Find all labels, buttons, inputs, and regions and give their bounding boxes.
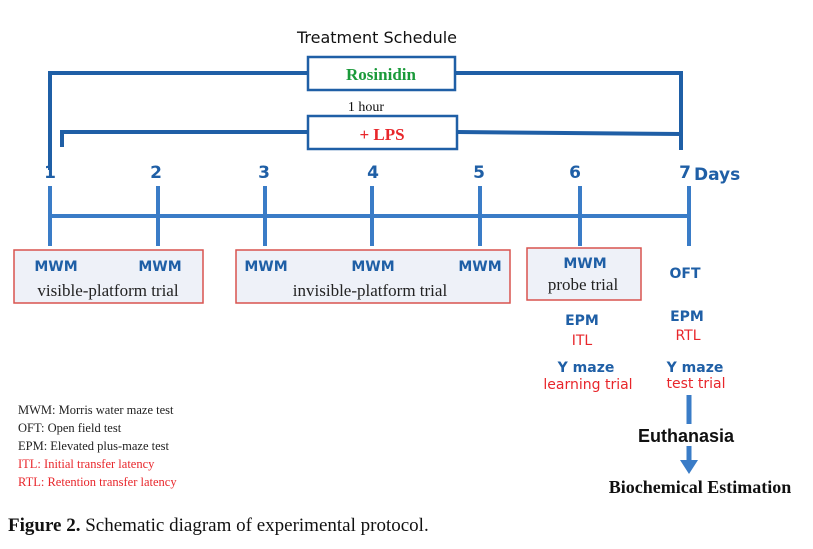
probe-trial-box: MWM probe trial <box>526 247 642 301</box>
rosinidin-bracket <box>48 71 683 170</box>
timeline-axis <box>48 186 691 246</box>
legend-mwm: MWM: Morris water maze test <box>18 403 174 417</box>
day6-epm: EPM <box>565 313 599 329</box>
invisible-platform-box: MWM MWM MWM invisible-platform trial <box>235 249 511 304</box>
lps-bracket <box>60 130 682 147</box>
day7-ymaze: Y maze <box>666 360 724 376</box>
rosinidin-label: Rosinidin <box>346 65 416 84</box>
biochemical-label: Biochemical Estimation <box>609 477 792 497</box>
visible-trial-label: visible-platform trial <box>37 281 178 300</box>
endpoint-arrow <box>680 395 698 474</box>
diagram-title: Treatment Schedule <box>296 28 457 47</box>
caption-text: Schematic diagram of experimental protoc… <box>80 515 429 536</box>
day-label-4: 4 <box>367 163 379 183</box>
interval-label: 1 hour <box>348 100 385 115</box>
day-label-7: 7 <box>679 163 691 183</box>
lps-box: + LPS <box>306 114 459 151</box>
figure-caption: Figure 2. Schematic diagram of experimen… <box>8 515 429 537</box>
legend-itl: ITL: Initial transfer latency <box>18 457 155 471</box>
day4-mwm: MWM <box>351 259 394 275</box>
day-label-3: 3 <box>258 163 270 183</box>
day5-mwm: MWM <box>458 259 501 275</box>
day-label-2: 2 <box>150 163 162 183</box>
day7-oft: OFT <box>669 266 700 282</box>
day6-learning-trial: learning trial <box>543 377 632 393</box>
lps-label: + LPS <box>359 125 404 144</box>
abbreviation-legend: MWM: Morris water maze test OFT: Open fi… <box>18 403 177 489</box>
probe-trial-label: probe trial <box>548 275 619 294</box>
day3-mwm: MWM <box>244 259 287 275</box>
arrow-down-icon <box>680 460 698 474</box>
caption-label: Figure 2. <box>8 515 81 536</box>
rosinidin-box: Rosinidin <box>306 55 457 92</box>
day6-mwm: MWM <box>563 256 606 272</box>
day7-epm: EPM <box>670 309 704 325</box>
legend-oft: OFT: Open field test <box>18 421 122 435</box>
visible-platform-box: MWM MWM visible-platform trial <box>13 249 204 304</box>
days-unit-label: Days <box>694 165 740 185</box>
day-labels: 1 2 3 4 5 6 7 Days <box>44 163 740 185</box>
day-label-1: 1 <box>44 163 56 183</box>
day7-rtl: RTL <box>675 328 700 344</box>
day-label-6: 6 <box>569 163 581 183</box>
day2-mwm: MWM <box>138 259 181 275</box>
day6-tests: EPM ITL Y maze learning trial <box>543 313 632 393</box>
euthanasia-label: Euthanasia <box>638 426 735 446</box>
day-label-5: 5 <box>473 163 485 183</box>
legend-rtl: RTL: Retention transfer latency <box>18 475 177 489</box>
day1-mwm: MWM <box>34 259 77 275</box>
day6-itl: ITL <box>572 333 593 349</box>
day7-tests: OFT EPM RTL Y maze test trial <box>666 266 726 392</box>
day6-ymaze: Y maze <box>557 360 615 376</box>
legend-epm: EPM: Elevated plus-maze test <box>18 439 170 453</box>
day7-test-trial: test trial <box>667 376 726 392</box>
invisible-trial-label: invisible-platform trial <box>293 281 448 300</box>
